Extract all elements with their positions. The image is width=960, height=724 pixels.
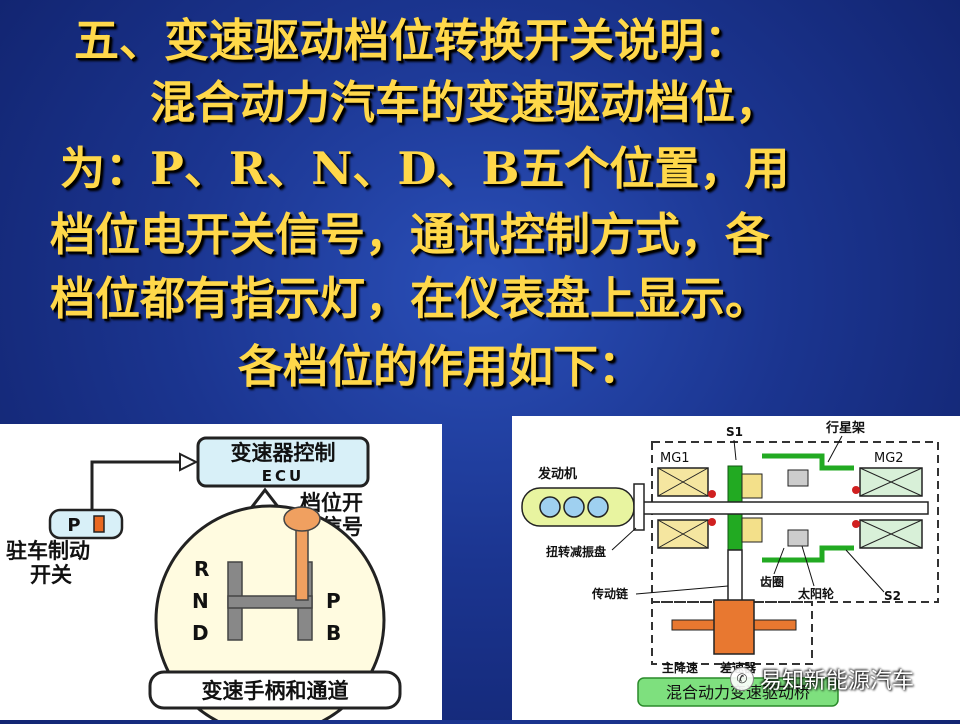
park-wire-arrow: [179, 452, 199, 472]
engine-cylinder-2: [563, 496, 585, 518]
bottom-caption: 变速手柄和通道: [202, 679, 349, 703]
shifter-diagram-panel: 变速器控制 ECU 档位开 关信号 P 驻车制动 开关 R N D P B 变速…: [0, 424, 442, 724]
gear-p: P: [326, 589, 341, 613]
drive-chain: [727, 549, 743, 605]
park-switch-label: P: [67, 515, 80, 536]
caption-box: [148, 670, 402, 710]
leader-damper: [611, 527, 637, 551]
wechat-icon: ✆: [730, 667, 754, 691]
gear-r: R: [194, 557, 209, 581]
carrier-upper: [787, 469, 809, 487]
label-ring-gear: 齿圈: [760, 574, 784, 589]
planet-upper: [741, 473, 763, 499]
ecu-label-2: ECU: [262, 467, 304, 485]
label-damper: 扭转减振盘: [546, 544, 606, 559]
park-caption-2: 开关: [30, 563, 72, 587]
ecu-label-1: 变速器控制: [231, 441, 336, 465]
shifter-knob: [283, 506, 321, 532]
label-planet-carrier: 行星架: [825, 420, 865, 436]
label-chain: 传动链: [591, 586, 629, 601]
ring-upper: [762, 453, 854, 471]
body-line-2: 为：P、R、N、D、B五个位置，用: [60, 142, 790, 195]
label-mg1: MG1: [660, 451, 690, 466]
leader-ring-gear: [773, 547, 785, 575]
watermark-text: 易知新能源汽车: [760, 669, 915, 694]
gear-b: B: [326, 621, 341, 645]
transaxle-diagram-panel: S1 行星架 MG1 MG2: [512, 416, 960, 720]
body-line-5: 各档位的作用如下：: [238, 340, 644, 393]
label-final-drive: 主降速: [662, 660, 698, 675]
mg1-upper-x2: [657, 467, 709, 497]
label-s1: S1: [726, 425, 743, 439]
mg2-upper-x2: [859, 467, 923, 497]
carrier-lower: [787, 529, 809, 547]
shifter-gate-circle: [154, 504, 386, 724]
label-s2: S2: [884, 589, 901, 603]
park-switch: [48, 508, 124, 540]
gear-d: D: [192, 621, 209, 645]
gate-cross-slot: [227, 595, 313, 609]
park-caption-1: 驻车制动: [6, 539, 90, 563]
torsional-damper: [633, 483, 645, 531]
mg1-lower-x2: [657, 519, 709, 549]
engine-cylinder-1: [539, 496, 561, 518]
ring-lower: [762, 545, 854, 563]
transaxle-diagram: S1 行星架 MG1 MG2: [521, 420, 939, 707]
mg1-upper-dot: [708, 490, 716, 498]
gear-n: N: [192, 589, 209, 613]
leader-s2: [845, 549, 885, 593]
ecu-box: [196, 436, 370, 488]
body-line-1: 混合动力汽车的变速驱动档位，: [150, 76, 781, 129]
transaxle-caption: 混合动力变速驱动桥: [666, 683, 810, 702]
park-switch-indicator: [93, 515, 105, 533]
park-wire: [90, 460, 180, 510]
leader-chain: [635, 585, 729, 595]
body-line-4: 档位都有指示灯，在仪表盘上显示。: [50, 272, 771, 325]
leader-planet-carrier: [827, 435, 843, 463]
label-mg2: MG2: [874, 451, 904, 466]
planet-lower: [741, 517, 763, 543]
mg1-lower-dot: [708, 518, 716, 526]
mg2-lower-dot: [852, 520, 860, 528]
engine-cylinder-3: [587, 496, 609, 518]
differential-box: [713, 599, 755, 655]
label-sun-gear: 太阳轮: [798, 586, 835, 601]
watermark: ✆ 易知新能源汽车: [730, 664, 914, 694]
mg2-lower-x2: [859, 519, 923, 549]
label-engine: 发动机: [537, 466, 577, 482]
leader-sun-gear: [801, 545, 815, 587]
title-line: 五、变速驱动档位转换开关说明：: [74, 14, 750, 67]
shifter-diagram: 变速器控制 ECU 档位开 关信号 P 驻车制动 开关 R N D P B 变速…: [6, 436, 402, 724]
mg2-upper-dot: [852, 486, 860, 494]
shifter-lever: [295, 523, 309, 601]
main-shaft: [631, 501, 929, 515]
leader-s1: [733, 439, 737, 461]
body-line-3: 档位电开关信号，通讯控制方式，各: [50, 208, 771, 261]
